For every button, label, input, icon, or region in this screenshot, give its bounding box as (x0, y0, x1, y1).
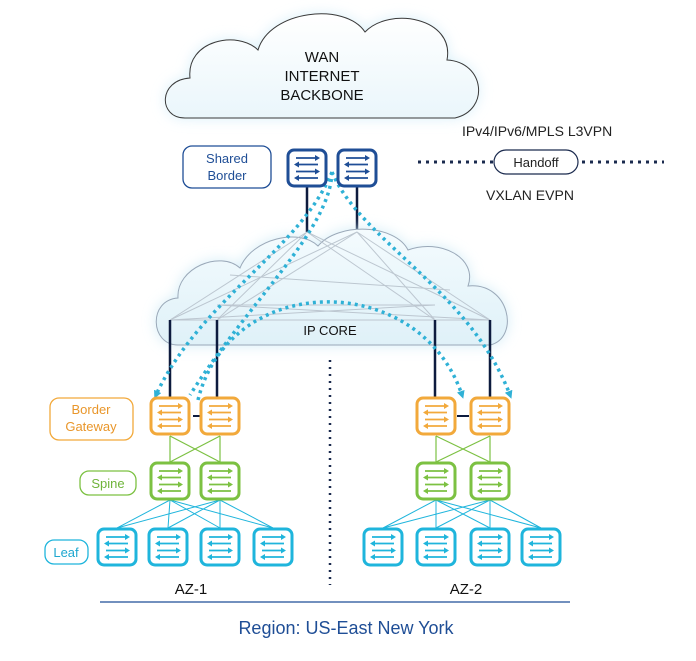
border-gateway-switch-icon (199, 396, 241, 436)
handoff-annotation: IPv4/IPv6/MPLS L3VPN Handoff VXLAN EVPN (418, 123, 664, 203)
switch-nodes (96, 148, 562, 567)
border-gateway-label: Border Gateway (49, 397, 134, 441)
az2-label: AZ-2 (450, 581, 483, 598)
spine-label: Spine (79, 470, 137, 496)
ip-core-label: IP CORE (303, 323, 357, 338)
evpn-dotted-paths (154, 171, 513, 401)
cloud-icon (164, 13, 479, 119)
border-gateway-switch-icon (415, 396, 457, 436)
bgw-spine-links (169, 435, 491, 463)
leaf-switch-icon (199, 527, 241, 567)
spine-leaf-links (116, 499, 542, 529)
svg-text:Leaf: Leaf (53, 545, 79, 560)
leaf-switch-icon (520, 527, 562, 567)
spine-switch-icon (149, 461, 191, 501)
svg-text:Shared: Shared (206, 151, 248, 166)
leaf-switch-icon (415, 527, 457, 567)
handoff-pill (493, 149, 579, 175)
spine-switch-icon (415, 461, 457, 501)
az1-label: AZ-1 (175, 581, 208, 598)
leaf-label: Leaf (44, 539, 89, 565)
wan-label-line3: BACKBONE (280, 87, 363, 104)
shared-border-switch-icon (286, 148, 328, 188)
leaf-switch-icon (96, 527, 138, 567)
svg-text:Border: Border (71, 402, 111, 417)
wan-cloud: WAN INTERNET BACKBONE (164, 13, 479, 119)
svg-text:Spine: Spine (91, 476, 124, 491)
region-label: Region: US-East New York (238, 618, 454, 638)
border-gateway-switch-icon (469, 396, 511, 436)
leaf-switch-icon (252, 527, 294, 567)
shared-border-label: Shared Border (182, 145, 272, 189)
l3vpn-label: IPv4/IPv6/MPLS L3VPN (462, 123, 612, 139)
wan-label-line2: INTERNET (285, 68, 360, 85)
handoff-label: Handoff (513, 155, 559, 170)
svg-text:Gateway: Gateway (65, 419, 117, 434)
border-gateway-switch-icon (149, 396, 191, 436)
wan-label-line1: WAN (305, 49, 339, 66)
leaf-switch-icon (362, 527, 404, 567)
shared-border-switch-icon (336, 148, 378, 188)
core-mesh (169, 231, 491, 321)
vxlan-evpn-label: VXLAN EVPN (486, 187, 574, 203)
spine-switch-icon (199, 461, 241, 501)
spine-switch-icon (469, 461, 511, 501)
leaf-switch-icon (147, 527, 189, 567)
leaf-switch-icon (469, 527, 511, 567)
svg-text:Border: Border (207, 168, 247, 183)
ip-core-cloud: IP CORE (155, 228, 508, 346)
